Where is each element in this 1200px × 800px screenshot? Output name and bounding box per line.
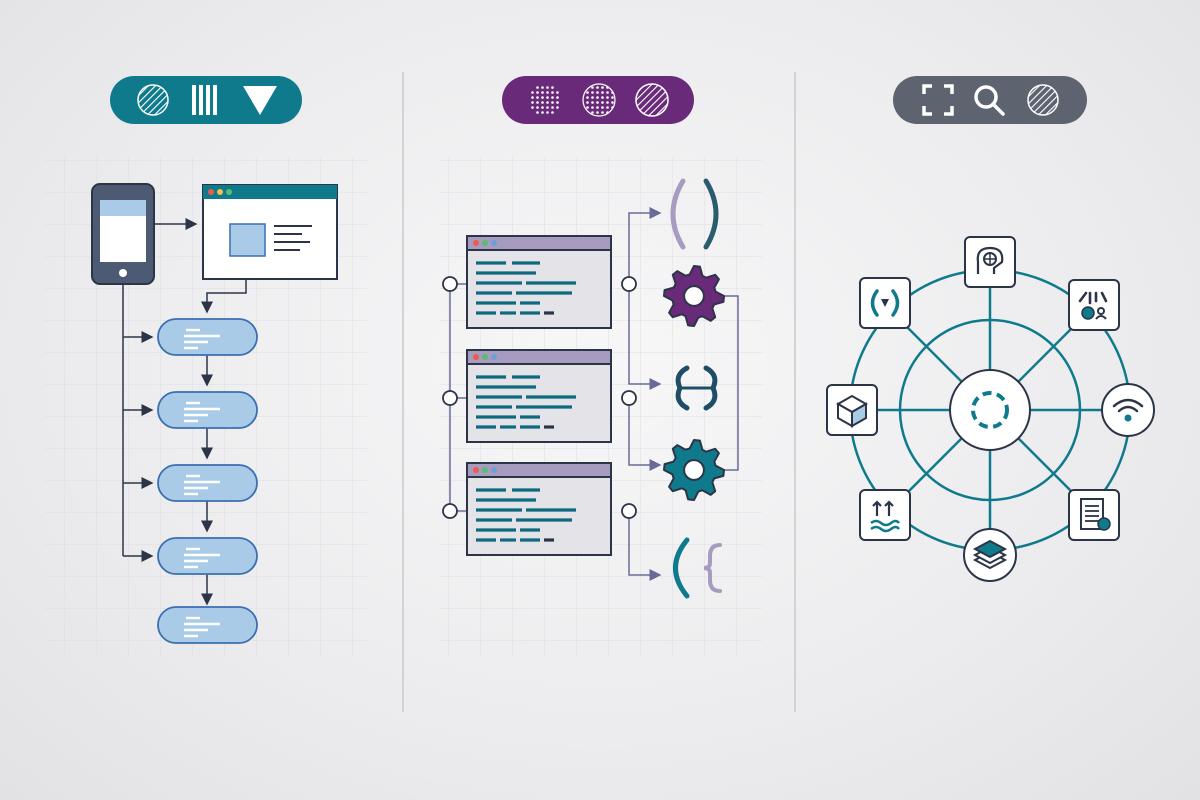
gear-icon [663,265,725,327]
satellite-node[interactable] [964,236,1016,288]
satellite-node[interactable] [826,384,878,436]
network-hub-pill[interactable] [893,76,1087,124]
satellite-node[interactable] [1101,383,1155,437]
hub-node[interactable] [949,369,1031,451]
bus-nodes [442,276,458,519]
output-nodes [621,276,637,519]
brain-icon [976,246,1004,274]
magnifier-icon [974,85,1005,116]
satellite-node[interactable] [1068,489,1120,541]
process-node[interactable] [157,537,258,575]
process-node[interactable] [157,391,258,429]
arrows-wave-icon [870,500,900,533]
satellite-node[interactable] [859,489,911,541]
vertical-bars-icon [192,85,217,115]
code-window [466,235,612,329]
process-node[interactable] [157,464,258,502]
output-connectors [628,207,739,581]
gear-icon [663,439,725,501]
curly-brace-icon [673,537,722,599]
flowchart-pill[interactable] [110,76,302,124]
code-pipeline-pill[interactable] [502,76,694,124]
wifi-icon [1112,398,1144,422]
document-check-icon [1080,498,1111,531]
down-triangle-icon [243,86,277,115]
parentheses-icon [670,178,719,250]
flowchart-panel [45,76,367,657]
process-node[interactable] [157,606,258,644]
corner-frame-icon [922,84,954,116]
network-hub-panel [826,76,1155,582]
flow-connectors [122,218,247,606]
hatched-circle-icon [1027,84,1059,116]
dot-grid-circle-icon [582,83,616,117]
bracket-pair-icon [675,365,718,411]
process-node[interactable] [157,318,258,356]
hatched-circle-icon [635,83,669,117]
browser-window [202,184,338,280]
code-pipeline-panel [440,76,762,657]
chart-people-icon [1078,291,1108,320]
code-brackets-icon [870,289,900,317]
target-ring-icon [971,391,1009,429]
code-window [466,462,612,556]
satellite-node[interactable] [859,277,911,329]
satellite-node[interactable] [963,528,1017,582]
satellite-node[interactable] [1068,279,1120,331]
dotted-circle-icon [529,84,561,116]
code-window [466,349,612,443]
hatched-circle-icon [137,84,169,116]
layers-icon [972,539,1008,570]
phone-icon [91,183,155,285]
cube-icon [835,394,869,428]
